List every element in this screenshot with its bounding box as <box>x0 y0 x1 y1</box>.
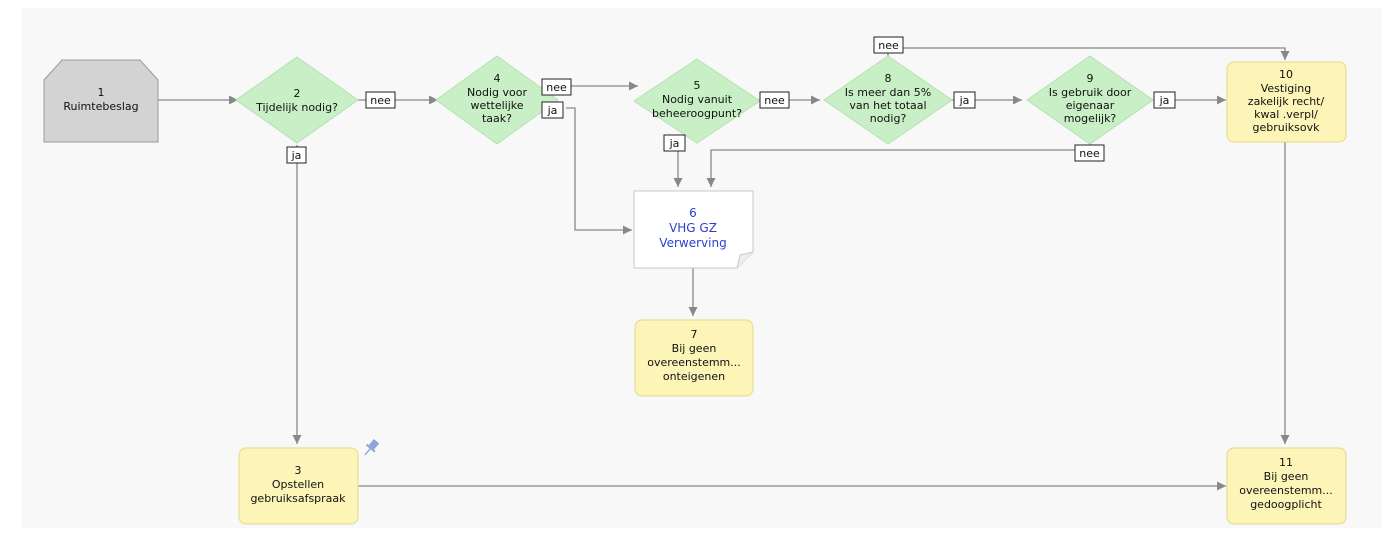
node-9-decision[interactable]: 9 Is gebruik door eigenaar mogelijk? <box>1026 55 1154 145</box>
task-shape <box>1226 61 1347 143</box>
node-number: 8 <box>885 72 892 85</box>
edge-label-text: nee <box>1079 147 1100 160</box>
node-label: Is gebruik door <box>1049 86 1132 99</box>
edge-label-text: ja <box>547 104 558 117</box>
task-shape <box>634 319 754 397</box>
edge-label-4-ja[interactable]: ja <box>541 101 564 119</box>
node-number: 4 <box>494 72 501 85</box>
node-number: 1 <box>98 86 105 99</box>
node-11-task[interactable]: 11 Bij geen overeenstemm... gedoogplicht <box>1226 447 1347 525</box>
node-6-document[interactable]: 6 VHG GZ Verwerving <box>633 190 754 269</box>
node-label: nodig? <box>870 112 907 125</box>
node-label: Bij geen <box>1264 470 1309 483</box>
node-10-task[interactable]: 10 Vestiging zakelijk recht/ kwal .verpl… <box>1226 61 1347 143</box>
edge-label-8-ja[interactable]: ja <box>953 91 976 109</box>
node-label: Bij geen <box>672 342 717 355</box>
node-label: overeenstemm... <box>647 356 741 369</box>
edge-label-5-ja[interactable]: ja <box>663 134 686 152</box>
node-number: 11 <box>1279 456 1293 469</box>
node-label: van het totaal <box>849 99 926 112</box>
node-label: wettelijke <box>470 99 523 112</box>
decision-shape <box>435 55 559 145</box>
edge-label-text: nee <box>764 94 785 107</box>
edge-label-8-nee[interactable]: nee <box>873 36 904 54</box>
node-1-start[interactable]: 1 Ruimtebeslag <box>43 59 159 143</box>
node-label: taak? <box>482 112 512 125</box>
node-label: onteigenen <box>663 370 725 383</box>
edge-label-text: ja <box>1159 94 1170 107</box>
edge-label-9-ja[interactable]: ja <box>1153 91 1176 109</box>
edge-4-6 <box>566 107 632 235</box>
edge-label-4-nee[interactable]: nee <box>541 78 572 96</box>
node-label: VHG GZ <box>669 221 717 235</box>
node-5-decision[interactable]: 5 Nodig vanuit beheeroogpunt? <box>633 58 761 144</box>
node-3-task[interactable]: 3 Opstellen gebruiksafspraak <box>238 447 359 525</box>
decision-shape <box>1026 55 1154 145</box>
node-number: 3 <box>295 464 302 477</box>
pin-icon[interactable] <box>361 438 381 459</box>
decision-shape <box>633 58 761 144</box>
node-7-task[interactable]: 7 Bij geen overeenstemm... onteigenen <box>634 319 754 397</box>
edge-label-text: nee <box>546 81 567 94</box>
document-fold <box>736 251 754 269</box>
edge-label-5-nee[interactable]: nee <box>759 91 790 109</box>
edge-label-text: nee <box>370 94 391 107</box>
node-2-decision[interactable]: 2 Tijdelijk nodig? <box>235 56 359 144</box>
node-4-decision[interactable]: 4 Nodig voor wettelijke taak? <box>435 55 559 145</box>
edge-label-2-ja[interactable]: ja <box>286 146 307 164</box>
node-label: Ruimtebeslag <box>63 100 138 113</box>
node-number: 7 <box>691 328 698 341</box>
node-label: gebruiksovk <box>1253 121 1321 134</box>
node-label: beheeroogpunt? <box>652 107 742 120</box>
edge-label-text: ja <box>291 149 302 162</box>
edge-label-9-nee[interactable]: nee <box>1074 144 1105 162</box>
edges <box>158 47 1290 491</box>
node-label: Verwerving <box>659 236 726 250</box>
start-shape <box>43 59 159 143</box>
node-label: eigenaar <box>1066 99 1115 112</box>
node-label: Nodig voor <box>467 86 527 99</box>
task-shape <box>1226 447 1347 525</box>
node-number: 5 <box>694 79 701 92</box>
node-label: kwal .verpl/ <box>1254 108 1318 121</box>
node-label: zakelijk recht/ <box>1248 95 1325 108</box>
node-label: Nodig vanuit <box>662 93 733 106</box>
node-label: gebruiksafspraak <box>250 492 346 505</box>
node-label: Opstellen <box>272 478 324 491</box>
node-number: 10 <box>1279 68 1293 81</box>
node-label: Tijdelijk nodig? <box>255 101 338 114</box>
decision-shape <box>235 56 359 144</box>
node-label: mogelijk? <box>1064 112 1117 125</box>
edge-label-2-nee[interactable]: nee <box>365 91 396 109</box>
node-number: 2 <box>294 87 301 100</box>
node-label: Vestiging <box>1261 82 1312 95</box>
edge-label-text: ja <box>669 137 680 150</box>
task-shape <box>238 447 359 525</box>
node-8-decision[interactable]: 8 Is meer dan 5% van het totaal nodig? <box>823 55 953 145</box>
node-label: Is meer dan 5% <box>845 86 931 99</box>
edge-label-text: ja <box>959 94 970 107</box>
node-number: 9 <box>1087 72 1094 85</box>
node-label: gedoogplicht <box>1250 498 1322 511</box>
node-number: 6 <box>689 206 697 220</box>
edge-label-text: nee <box>878 39 899 52</box>
decision-shape <box>823 55 953 145</box>
node-label: overeenstemm... <box>1239 484 1333 497</box>
